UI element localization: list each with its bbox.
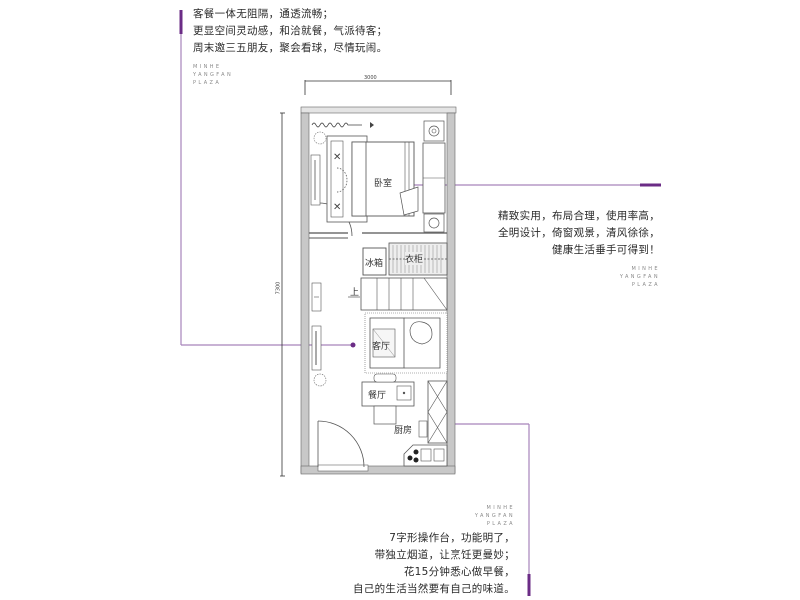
brand-line: PLAZA xyxy=(486,521,515,527)
room-label-dining: 餐厅 xyxy=(368,391,387,401)
dimension-left-label: 7300 xyxy=(275,281,282,295)
svg-text:✕: ✕ xyxy=(333,152,341,163)
brand-line: MINHE xyxy=(193,64,222,70)
brand-line: PLAZA xyxy=(193,80,222,86)
brand-line: YANGFAN xyxy=(193,72,234,78)
callout-line: 客餐一体无阻隔，通透流畅； xyxy=(193,8,334,20)
callout-line: 花15分钟悉心做早餐， xyxy=(403,566,515,578)
callout-living-dining: 客餐一体无阻隔，通透流畅； 更显空间灵动感，和洽就餐，气派待客； 周末邀三五朋友… xyxy=(193,6,387,87)
brand-line: MINHE xyxy=(486,505,515,511)
room-label-living: 客厅 xyxy=(372,342,391,352)
callout-line: 带独立烟道，让烹饪更曼妙； xyxy=(374,549,515,561)
callout-line: 健康生活垂手可得到！ xyxy=(552,244,660,256)
brand-line: YANGFAN xyxy=(474,513,515,519)
brand-line: YANGFAN xyxy=(619,274,660,280)
callout-line: 更显空间灵动感，和洽就餐，气派待客； xyxy=(193,25,388,37)
callout-line: 周末邀三五朋友，聚会看球，尽情玩闹。 xyxy=(193,42,388,54)
svg-text:✕: ✕ xyxy=(333,202,341,213)
callout-kitchen: MINHE YANGFAN PLAZA xyxy=(475,504,515,534)
room-label-kitchen: 厨房 xyxy=(394,426,413,436)
callout-line: 全明设计，倚窗观景，清风徐徐， xyxy=(498,227,660,239)
brand-line: PLAZA xyxy=(631,282,660,288)
callout-line: 7字形操作台，功能明了， xyxy=(389,532,515,544)
callout-line: 精致实用，布局合理，使用率高， xyxy=(498,210,660,222)
room-label-bedroom: 卧室 xyxy=(374,176,393,189)
callout-kitchen-text: 7字形操作台，功能明了， 带独立烟道，让烹饪更曼妙； 花15分钟悉心做早餐， 自… xyxy=(353,530,515,598)
room-label-fridge: 冰箱 xyxy=(365,259,384,269)
callout-line: 自己的生活当然要有自己的味道。 xyxy=(353,583,515,595)
dimension-top-label: 3000 xyxy=(364,75,377,81)
room-label-stairs-up: 上 xyxy=(350,288,360,298)
room-label-wardrobe: 衣柜 xyxy=(405,252,424,265)
brand-line: MINHE xyxy=(631,266,660,272)
callout-bedroom: 精致实用，布局合理，使用率高， 全明设计，倚窗观景，清风徐徐， 健康生活垂手可得… xyxy=(498,208,660,289)
